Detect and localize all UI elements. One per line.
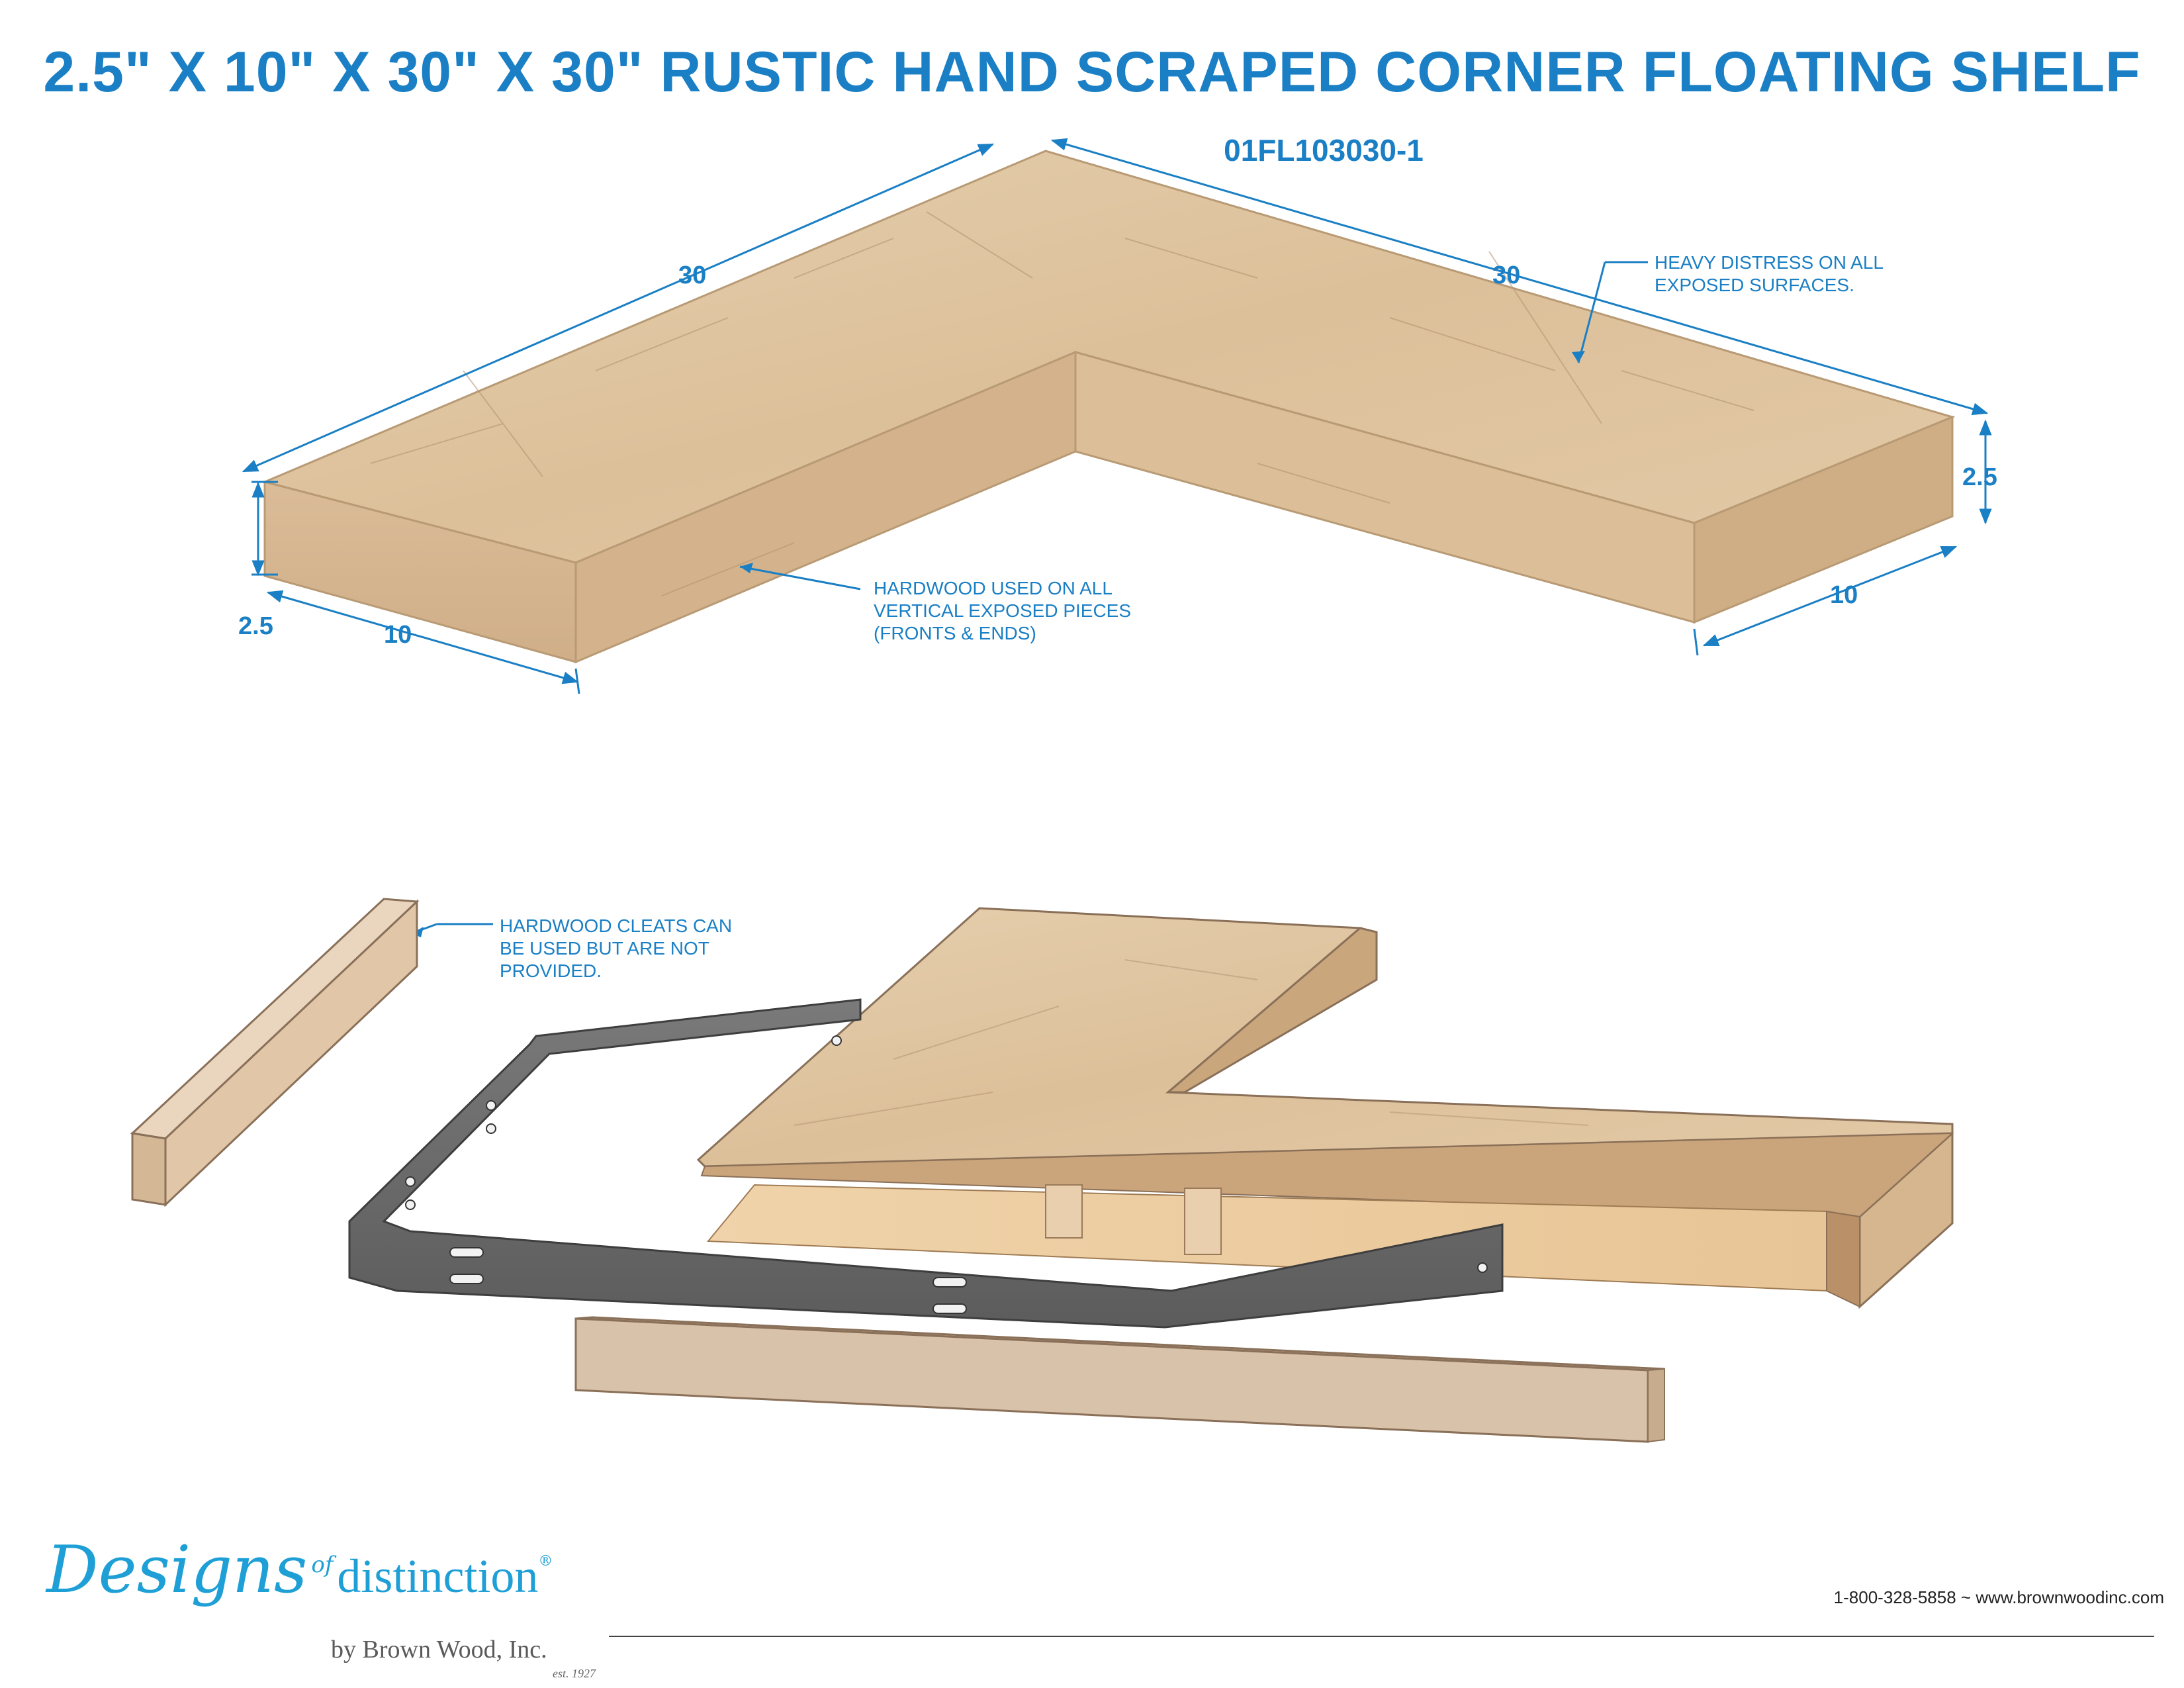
brand-of: of [311, 1552, 334, 1578]
note-heavy-distress: HEAVY DISTRESS ON ALL EXPOSED SURFACES. [1655, 252, 1884, 295]
dim-right-length: 30 [1492, 261, 1521, 289]
leader-distress [1577, 261, 1606, 363]
steel-bracket [348, 998, 1504, 1329]
note-hardwood-cleats: HARDWOOD CLEATS CAN BE USED BUT ARE NOT … [500, 915, 733, 981]
brand-designs: Designs [46, 1532, 308, 1608]
leader-hardwood [739, 565, 861, 590]
dim-left-length: 30 [678, 261, 707, 289]
brand-est: est. 1927 [553, 1667, 596, 1680]
note-hardwood-vertical: HARDWOOD USED ON ALL VERTICAL EXPOSED PI… [874, 578, 1132, 643]
dim-line-right-depth [1702, 545, 1958, 647]
brand-distinction: distinction [337, 1550, 539, 1603]
shelf-top-surface [261, 150, 1956, 564]
registered-mark: ® [538, 1553, 553, 1570]
dim-line-left-depth [266, 590, 579, 684]
dim-line-left-length [242, 143, 995, 473]
dim-line-right-length [1050, 138, 1989, 416]
dim-left-height: 2.5 [238, 612, 273, 640]
contact-info: 1-800-328-5858 ~ www.brownwoodinc.com [1833, 1587, 2164, 1607]
exploded-shelf-top [696, 907, 1954, 1309]
brand-byline: by Brown Wood, Inc. [331, 1636, 547, 1664]
page-title: 2.5" X 10" X 30" X 30" RUSTIC HAND SCRAP… [43, 40, 2141, 104]
dimension-lines [242, 138, 1992, 935]
dim-right-height: 2.5 [1962, 463, 1997, 491]
dim-right-depth: 10 [1830, 581, 1858, 609]
dim-left-depth: 10 [384, 621, 412, 649]
hardwood-cleat-left [130, 898, 420, 1207]
hardwood-cleat-front [574, 1316, 1665, 1443]
